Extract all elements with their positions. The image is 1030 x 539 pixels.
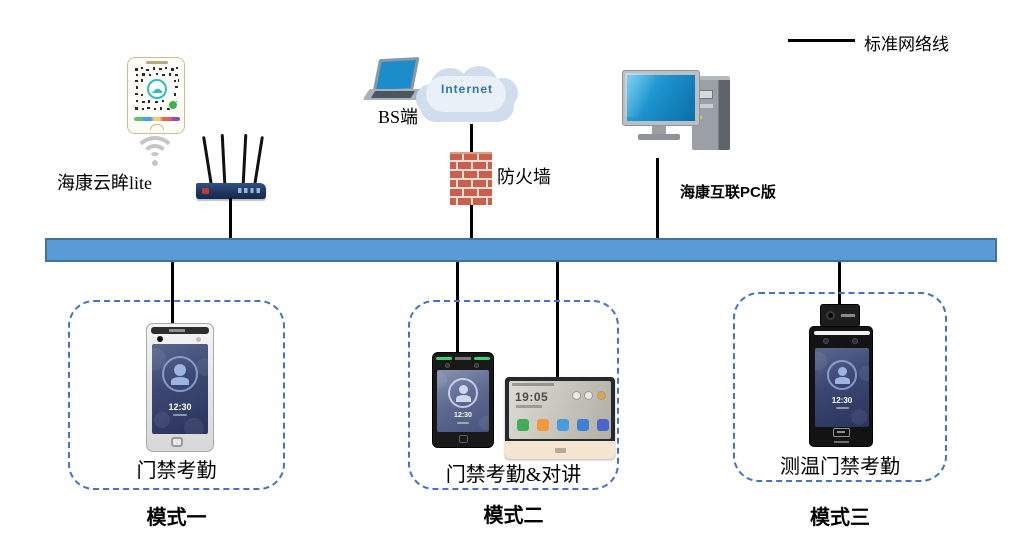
indoor-station-icon: 19:05 [505, 377, 615, 459]
mode3-device-label: 测温门禁考勤 [780, 456, 900, 478]
network-bus-bar [45, 238, 997, 262]
mode3-box [733, 292, 947, 482]
cable-bus-to-mode2-terminal [456, 262, 459, 354]
router-logo [202, 188, 209, 194]
cable-bus-to-mode1 [171, 262, 174, 325]
cable-firewall-to-bus [470, 205, 473, 239]
cable-bus-to-mode3 [838, 262, 841, 306]
legend-label: 标准网络线 [864, 35, 949, 54]
monitor-app-icon [557, 419, 569, 431]
smartphone-qr-icon: ☁ [127, 57, 185, 134]
terminal-home-button [171, 437, 183, 447]
mode1-caption: 模式一 [146, 507, 207, 529]
terminal-clock: 12:30 [168, 402, 192, 412]
home-app-icon [577, 419, 589, 431]
message-app-icon [537, 419, 549, 431]
call-app-icon [517, 419, 529, 431]
mode2-caption: 模式二 [483, 505, 544, 527]
wifi-icon [133, 136, 177, 166]
internet-label: Internet [440, 82, 493, 96]
mode1-device-label: 门禁考勤 [136, 460, 217, 482]
cable-router-to-bus [229, 198, 232, 239]
access-terminal-icon: 12:30 [146, 323, 214, 452]
terminal-brand [834, 440, 849, 443]
bs-client-label: BS端 [378, 107, 419, 127]
qr-code-icon: ☁ [134, 66, 180, 112]
ir-sensor-icon [823, 338, 829, 344]
mode1-box [68, 300, 285, 490]
qr-badge-icon [168, 100, 178, 110]
cable-pc-to-bus [656, 158, 659, 239]
phone-home-button [150, 124, 164, 130]
phone-app-row [134, 117, 180, 121]
router-ports [238, 188, 260, 193]
terminal-home-button [459, 435, 468, 443]
terminal-clock: 12:30 [831, 396, 853, 405]
terminal-clock: 12:30 [454, 412, 472, 419]
firewall-label: 防火墙 [497, 167, 551, 187]
station-logo [555, 448, 566, 453]
mode2-box [408, 300, 619, 490]
indoor-station-clock: 19:05 [515, 390, 549, 404]
terminal-camera-icon [157, 336, 163, 342]
cable-bus-to-mode2-station [556, 262, 559, 379]
thermal-camera-module-icon [820, 304, 860, 327]
cloud-app-logo-icon: ☁ [147, 79, 167, 99]
legend-line-sample [788, 39, 855, 42]
phone-speaker [146, 61, 168, 64]
thermal-access-terminal-icon: 12:30 [809, 326, 873, 447]
camera-sensor-icon [852, 338, 858, 344]
card-swipe-icon [833, 428, 850, 437]
mode2-device-label: 门禁考勤&对讲 [445, 464, 582, 486]
firewall-icon [450, 152, 492, 205]
access-terminal-black-icon: 12:30 [432, 352, 494, 448]
mode3-caption: 模式三 [810, 507, 870, 529]
cloud-app-label: 海康云眸lite [57, 173, 152, 193]
cable-cloud-to-firewall [470, 124, 473, 154]
internet-cloud-icon: Internet [414, 66, 520, 126]
pc-client-label: 海康互联PC版 [680, 184, 776, 201]
settings-app-icon [597, 419, 609, 431]
